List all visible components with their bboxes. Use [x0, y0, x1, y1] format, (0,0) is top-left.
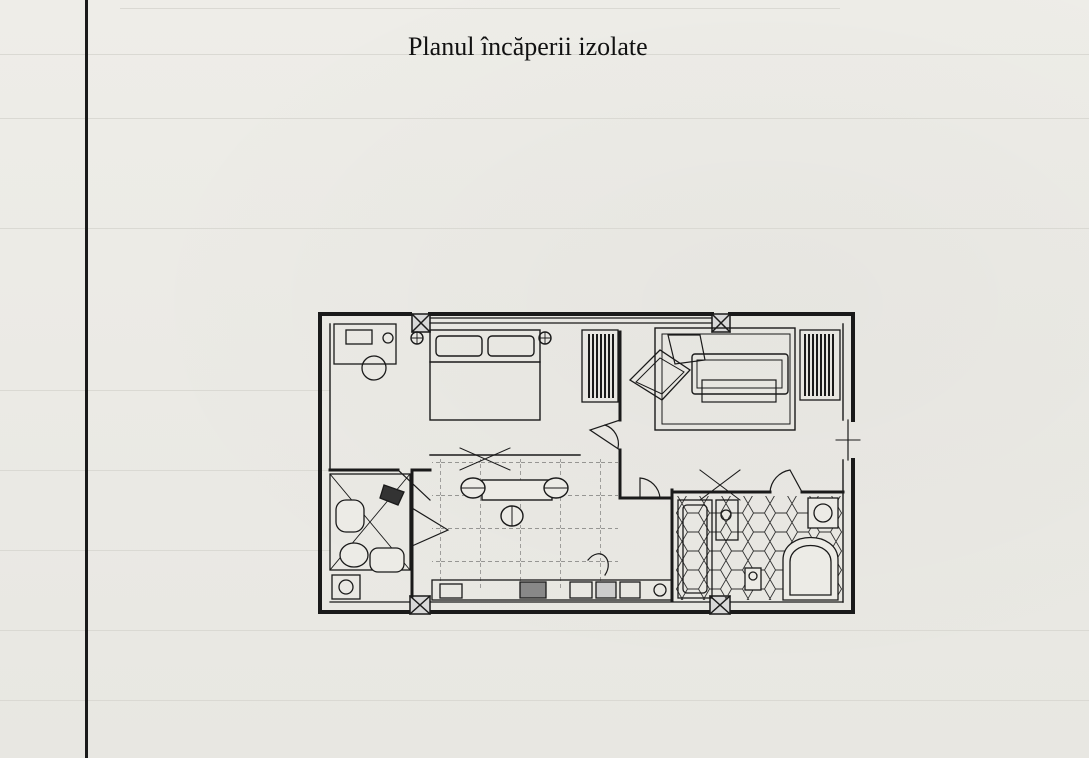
margin-line: [85, 0, 88, 758]
ghost-rule: [0, 630, 1089, 631]
ghost-rule: [0, 390, 330, 391]
ghost-rule: [120, 8, 840, 9]
living-area: [628, 327, 796, 431]
wardrobe-right: [799, 329, 841, 401]
ghost-rule: [0, 54, 1089, 55]
window-right: [835, 419, 861, 461]
bed: [410, 329, 552, 421]
bathroom-right: [676, 496, 842, 601]
ghost-rule: [0, 470, 330, 471]
ghost-rule: [0, 118, 1089, 119]
ghost-rule: [0, 228, 1089, 229]
page-title: Planul încăperii izolate: [408, 32, 648, 61]
wall-pillars: [408, 312, 732, 616]
kitchen-counter: [431, 553, 673, 601]
ghost-rule: [0, 700, 1089, 701]
bathroom-left: [329, 473, 411, 600]
outer-walls: [318, 312, 855, 614]
wardrobe-left: [581, 329, 619, 403]
dining-table: [460, 477, 569, 527]
interior-walls: [328, 330, 845, 602]
ghost-rule: [0, 550, 330, 551]
desk: [333, 323, 397, 381]
window-top: [429, 317, 713, 324]
